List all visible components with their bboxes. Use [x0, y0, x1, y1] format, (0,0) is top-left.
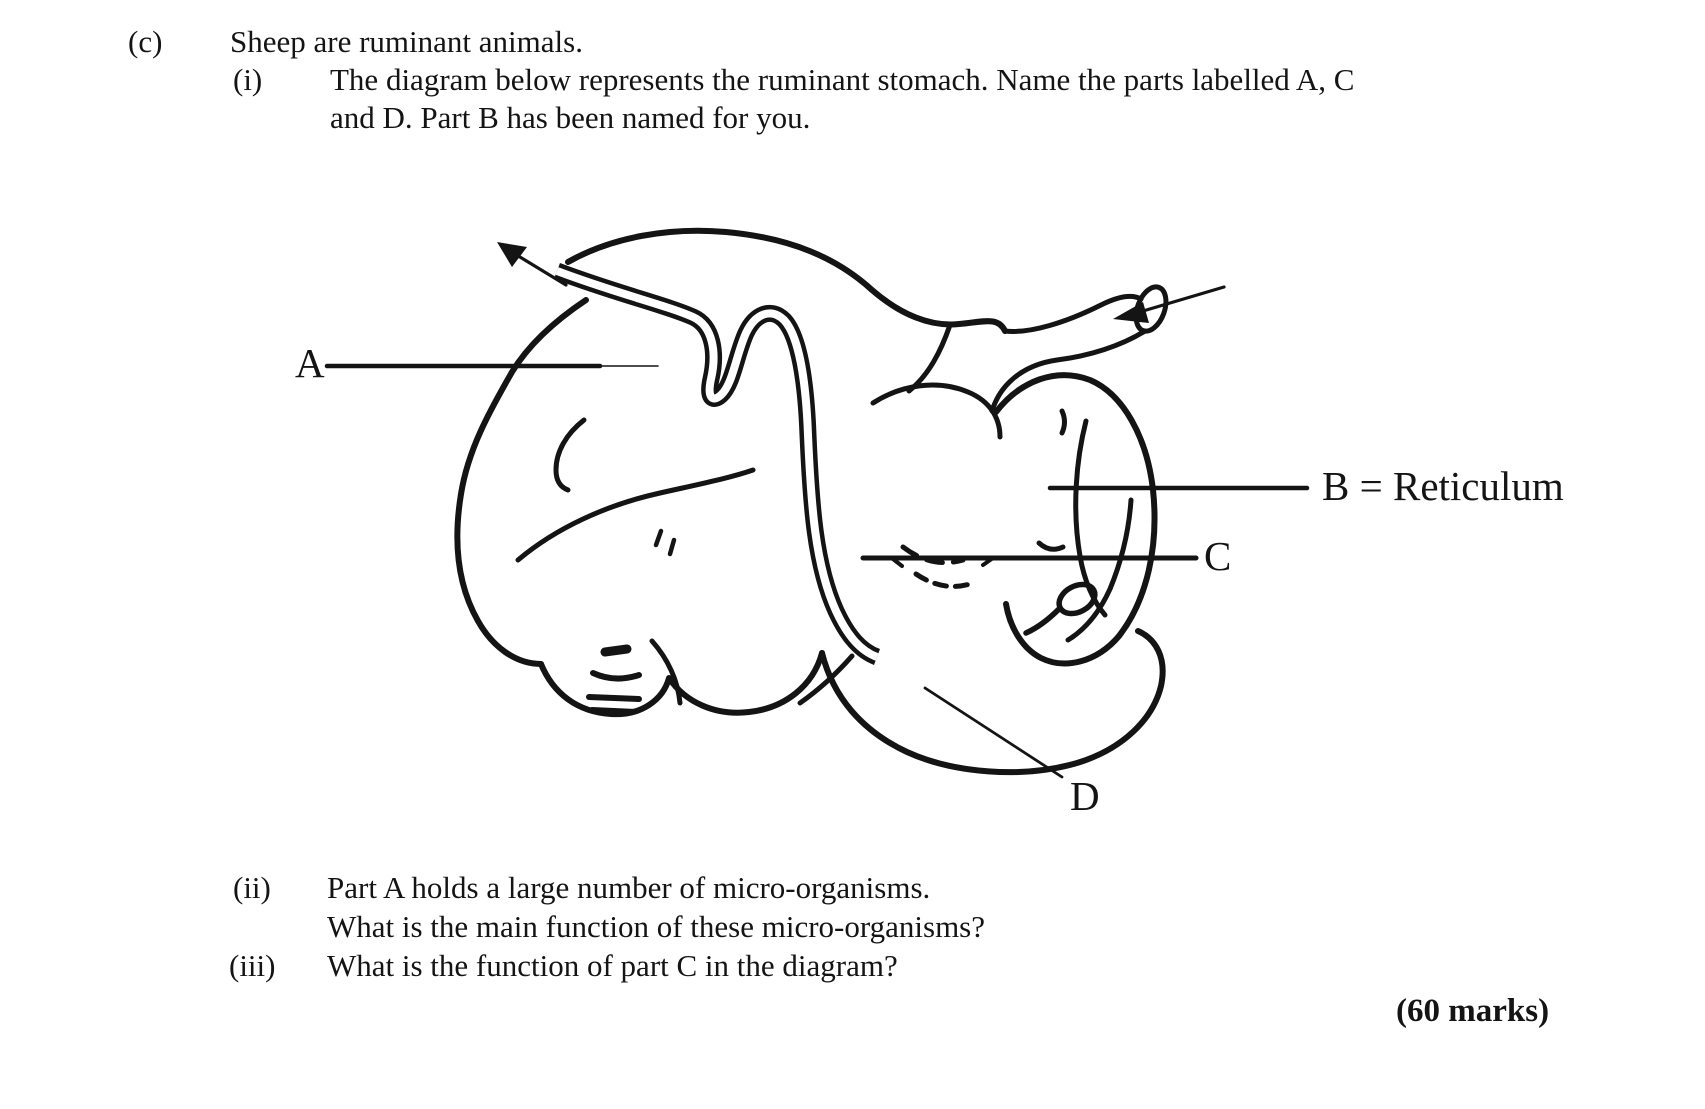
- omasum-loop: [1056, 581, 1098, 617]
- omasum-dashed-arc-1: [900, 544, 966, 566]
- pyloric-arm-bottom-outline: [989, 328, 1148, 414]
- rumen-left-outline: [454, 297, 589, 667]
- sub-i-line1: The diagram below represents the ruminan…: [330, 62, 1355, 97]
- omasum-loop-tail: [1023, 606, 1062, 636]
- omasum-dashed-arc-2: [913, 571, 976, 589]
- esophagus-tube-lumen: [555, 267, 879, 661]
- sub-iii-label: (iii): [229, 948, 276, 983]
- rumen-dorsal-outline: [565, 227, 1008, 334]
- rumen-mark-1: [600, 644, 632, 657]
- label-c: C: [1204, 533, 1231, 579]
- reticulum-smile-mark: [1036, 540, 1066, 552]
- abomasum-outline: [819, 628, 1166, 776]
- marks-total: (60 marks): [1396, 993, 1550, 1029]
- rumen-mark-4: [590, 707, 638, 713]
- sub-ii-line1: Part A holds a large number of micro-org…: [327, 870, 931, 905]
- label-a: A: [295, 340, 325, 386]
- reticulum-abomasum-boundary: [1065, 497, 1134, 643]
- rumen-dash-2: [667, 537, 677, 557]
- sub-iii-line1: What is the function of part C in the di…: [327, 948, 898, 983]
- rumen-interior-hook: [553, 417, 587, 493]
- sub-ii-label: (ii): [233, 870, 271, 905]
- reticulum-outline: [993, 372, 1158, 667]
- sub-i-label: (i): [233, 62, 263, 97]
- esophagus-arrow-icon: [497, 242, 527, 267]
- rumen-dash-1: [653, 528, 664, 548]
- duodenum-arrow-shaft: [1141, 285, 1226, 313]
- omasum-dash-4: [981, 556, 995, 567]
- rumen-ventral-outline: [538, 650, 825, 718]
- omasum-top-outline: [870, 382, 1003, 440]
- rumen-mark-3: [586, 694, 642, 702]
- label-b: B = Reticulum: [1322, 463, 1564, 509]
- part-label: (c): [128, 24, 163, 59]
- pyloric-arm-top-outline: [1002, 293, 1144, 334]
- rumen-crease: [649, 638, 683, 706]
- rumen-mark-2: [590, 670, 642, 682]
- rumen-abomasum-junction: [797, 653, 855, 706]
- label-d: D: [1070, 773, 1100, 819]
- duodenum-arrow-icon: [1113, 302, 1149, 323]
- saddle-outline: [906, 322, 953, 394]
- sub-i-line2: and D. Part B has been named for you.: [330, 100, 811, 135]
- sub-ii-line2: What is the main function of these micro…: [327, 909, 986, 944]
- omasum-dash-3: [891, 557, 904, 568]
- label-line-d: [923, 686, 1064, 779]
- rumen-pillar-line: [515, 467, 756, 563]
- reticulum-tick: [1059, 408, 1067, 436]
- part-text: Sheep are ruminant animals.: [230, 24, 583, 59]
